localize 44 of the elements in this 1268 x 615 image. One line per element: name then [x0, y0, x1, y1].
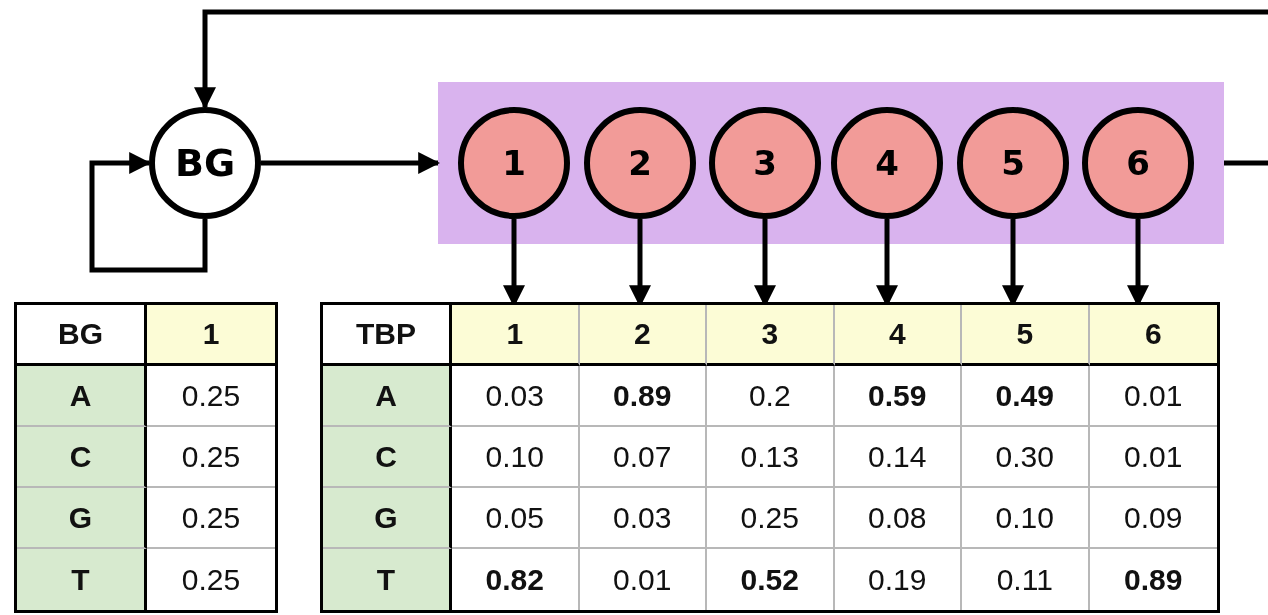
connector-line [1224, 160, 1268, 166]
probability-cell: 0.14 [834, 427, 962, 488]
arrow [194, 9, 1268, 110]
arrow [89, 152, 208, 273]
probability-cell: 0.25 [707, 488, 835, 549]
probability-cell: 0.08 [834, 488, 962, 549]
motif-state-circle: 1 [458, 107, 570, 219]
probability-cell: 0.03 [452, 366, 580, 427]
row-header-cell: T [17, 549, 147, 610]
probability-cell: 0.10 [452, 427, 580, 488]
column-header-cell: 1 [452, 305, 580, 366]
column-header-cell: 4 [834, 305, 962, 366]
arrow [261, 152, 441, 174]
probability-cell: 0.05 [452, 488, 580, 549]
probability-cell: 0.13 [707, 427, 835, 488]
probability-cell: 0.2 [707, 366, 835, 427]
probability-cell: 0.89 [579, 366, 707, 427]
motif-state-circle: 6 [1082, 107, 1194, 219]
row-header-cell: T [323, 549, 452, 610]
probability-cell: 0.07 [579, 427, 707, 488]
row-header-cell: C [17, 427, 147, 488]
column-header-cell: BG [17, 305, 147, 366]
motif-state-circle: 3 [709, 107, 821, 219]
column-header-cell: 2 [579, 305, 707, 366]
motif-state-circle: 2 [584, 107, 696, 219]
motif-band [438, 82, 1224, 244]
column-header-cell: 5 [962, 305, 1090, 366]
row-header-cell: G [323, 488, 452, 549]
column-header-cell: TBP [323, 305, 452, 366]
probability-cell: 0.03 [579, 488, 707, 549]
column-header-cell: 6 [1089, 305, 1217, 366]
background-state-circle: BG [149, 107, 261, 219]
probability-cell: 0.49 [962, 366, 1090, 427]
column-header-cell: 3 [707, 305, 835, 366]
row-header-cell: A [17, 366, 147, 427]
probability-cell: 0.30 [962, 427, 1090, 488]
motif-state-circle: 5 [957, 107, 1069, 219]
row-header-cell: A [323, 366, 452, 427]
column-header-cell: 1 [147, 305, 275, 366]
probability-cell: 0.10 [962, 488, 1090, 549]
row-header-cell: G [17, 488, 147, 549]
row-header-cell: C [323, 427, 452, 488]
probability-cell: 0.59 [834, 366, 962, 427]
motif-state-circle: 4 [831, 107, 943, 219]
